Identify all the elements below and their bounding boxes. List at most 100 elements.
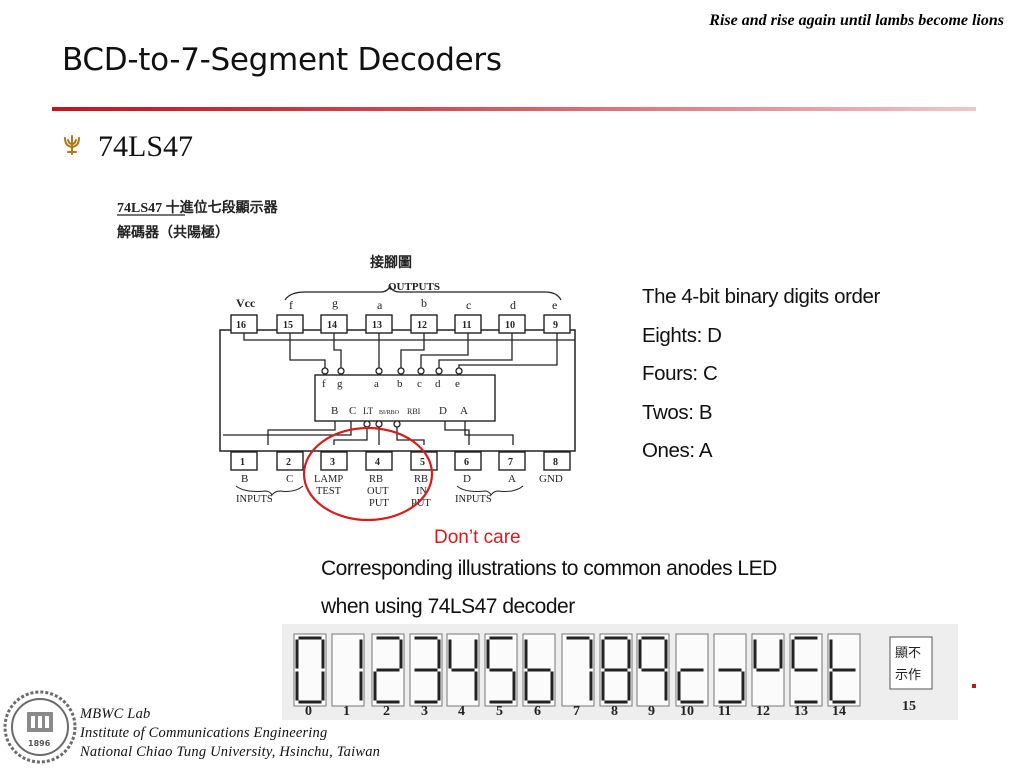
pin-name-10: d [510, 298, 516, 312]
inputs-label-left: INPUTS [236, 494, 273, 505]
inputs-label-right: INPUTS [455, 494, 492, 505]
digit-number-label: 6 [534, 704, 541, 719]
note-line: Eights: D [642, 323, 722, 347]
pin-6: 6 [464, 457, 469, 468]
pin-name-9: e [552, 298, 557, 312]
decoder-block [314, 374, 496, 422]
caption-line-1: Corresponding illustrations to common an… [321, 557, 777, 580]
blank-display-label: 顯不 示作 [889, 636, 933, 690]
bottom-label-C: C [286, 473, 293, 485]
digit-cell [789, 633, 823, 707]
pin-7: 7 [508, 457, 513, 468]
digit-number-label: 0 [305, 704, 312, 719]
digit-cell [331, 633, 365, 707]
bottom-label-D: D [463, 473, 471, 485]
digit-number-label: 10 [680, 704, 694, 719]
note-line: Twos: B [642, 400, 713, 424]
digit-cell [675, 633, 709, 707]
chip-label-LT: LT [363, 406, 374, 416]
bottom-label-B: B [241, 473, 248, 485]
pin-12: 12 [417, 320, 427, 331]
digit-cell [636, 633, 670, 707]
pin-name-15: f [289, 298, 293, 312]
digit-number-label: 7 [573, 704, 580, 719]
chip-label-BIRBO: BI/RBO [379, 410, 400, 416]
chip-label-A: A [460, 405, 468, 417]
lab-name: MBWC Lab [80, 706, 151, 722]
university-name: National Chiao Tung University, Hsinchu,… [80, 744, 381, 760]
digit-number-label: 12 [756, 704, 770, 719]
digit-number-label: 2 [383, 704, 390, 719]
pin-name-12: b [421, 296, 427, 310]
title-divider [52, 107, 976, 111]
rb-output-line1: RB [369, 474, 383, 485]
digit-number-label: 9 [648, 704, 655, 719]
bit-order-notes: The 4-bit binary digits order Eights: D … [642, 278, 880, 471]
digit-cell [751, 633, 785, 707]
pinout-diagram: 74LS47 十進位七段顯示器 解碼器（共陽極） 接腳圖 OUTPUTS Vcc… [117, 199, 576, 522]
digit-number-label: 3 [421, 704, 428, 719]
rb-output-line3: PUT [369, 498, 389, 509]
institute-name: Institute of Communications Engineering [80, 725, 328, 741]
chip-label-c: c [417, 378, 422, 390]
chip-label-e: e [455, 378, 460, 390]
slide-title: BCD-to-7-Segment Decoders [62, 42, 502, 78]
chip-label-C: C [349, 405, 356, 417]
diagram-heading-1: 74LS47 十進位七段顯示器 [117, 199, 279, 216]
top-pins: Vcc 16 f 15 g 14 a 13 b 12 c 11 [230, 296, 571, 334]
pin-3: 3 [330, 457, 335, 468]
digit-number-label: 1 [343, 704, 350, 719]
lamp-test-line2: TEST [316, 486, 342, 497]
pin-11: 11 [462, 320, 471, 331]
pin-15: 15 [283, 320, 293, 331]
digit-cell [484, 633, 518, 707]
chip-label-b: b [397, 378, 403, 390]
chip-outline [219, 329, 576, 452]
logo-year: 1896 [28, 739, 51, 748]
chip-label-f: f [322, 378, 326, 390]
note-line: Fours: C [642, 362, 718, 385]
digit-number-label: 15 [902, 699, 916, 714]
pin-8: 8 [553, 457, 558, 468]
rb-output-line2: OUT [367, 486, 389, 497]
outputs-label: OUTPUTS [388, 281, 440, 293]
pin-name-13: a [377, 298, 383, 312]
pin-16: 16 [236, 320, 246, 331]
blank-label-top: 顯不 [895, 646, 921, 661]
blank-label-bottom: 示作 [895, 668, 921, 683]
bottom-label-GND: GND [539, 473, 563, 485]
diagram-heading-2: 解碼器（共陽極） [117, 224, 229, 241]
digit-cell [522, 633, 556, 707]
pin-13: 13 [372, 320, 382, 331]
digit-number-label: 5 [496, 704, 503, 719]
pin-diagram-label: 接腳圖 [370, 254, 412, 271]
rb-input-line3: PUT [411, 498, 431, 509]
chip-label-g: g [337, 378, 343, 390]
slide-motto: Rise and rise again until lambs become l… [709, 12, 1004, 29]
chip-label-RBI: RBI [407, 407, 421, 416]
trident-bullet-icon [64, 135, 80, 155]
chip-label-a: a [374, 378, 379, 390]
digit-cell [561, 633, 595, 707]
digit-number-label: 13 [794, 704, 808, 719]
illustration-caption: Corresponding illustrations to common an… [321, 550, 777, 626]
lamp-test-line1: LAMP [314, 474, 343, 485]
rb-input-line1: RB [414, 474, 428, 485]
note-line: Ones: A [642, 439, 713, 462]
pin-name-11: c [466, 298, 471, 312]
digit-cell [599, 633, 633, 707]
pin-10: 10 [505, 320, 515, 331]
digit-cell [446, 633, 480, 707]
chip-label-D: D [439, 405, 447, 417]
digit-cell [293, 633, 327, 707]
university-seal-logo: 1896 [3, 690, 77, 764]
pin-name-16: Vcc [236, 296, 256, 310]
digit-number-label: 4 [458, 704, 465, 719]
bottom-label-A: A [508, 473, 516, 485]
bottom-pins: 1 2 3 4 5 6 7 8 [230, 451, 571, 471]
chip-label-B: B [331, 405, 338, 417]
dont-care-highlight [302, 426, 434, 522]
pin-9: 9 [553, 320, 558, 331]
digit-cell [713, 633, 747, 707]
